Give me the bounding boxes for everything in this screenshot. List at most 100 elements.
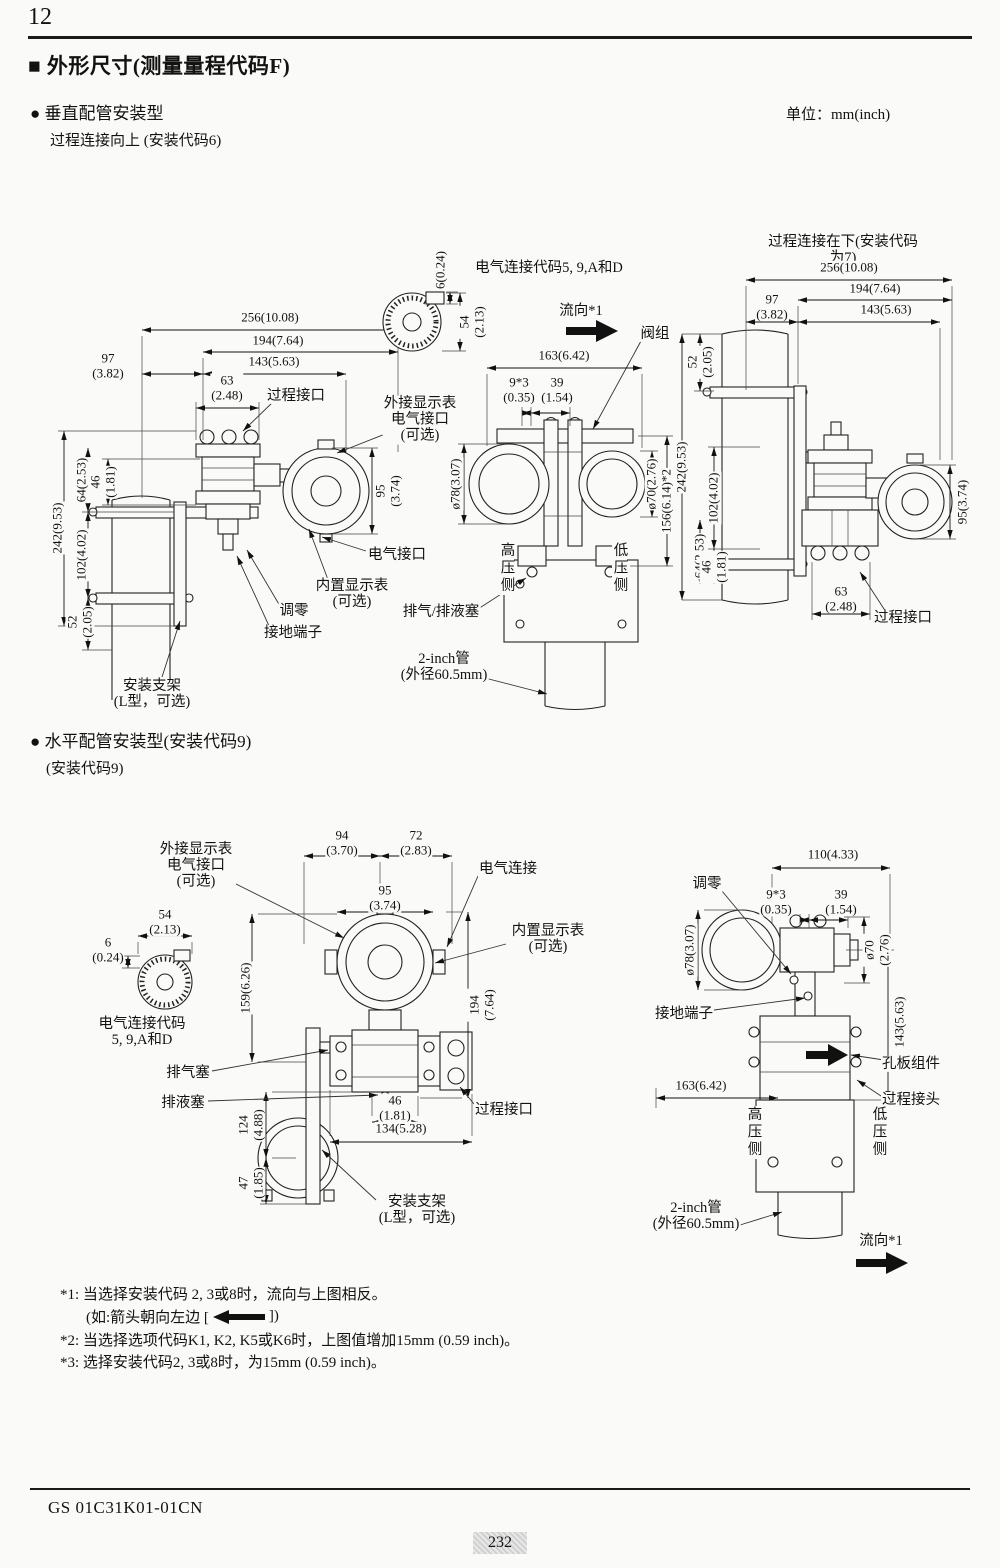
label-valve-manifold: 阀组 xyxy=(639,325,671,343)
dim-95-right: 95(3.74) xyxy=(954,478,971,526)
dim-46-right: 46 (1.81) xyxy=(698,550,729,584)
label-orifice-assembly: 孔板组件 xyxy=(881,1055,941,1073)
dim-dia78-sec2: ø78(3.07) xyxy=(681,923,698,977)
footnote-1b-pre: (如:箭头朝向左边 [ xyxy=(86,1310,209,1326)
label-process-joint: 过程接头 xyxy=(881,1091,941,1109)
dim-143-left: 143(5.63) xyxy=(247,353,301,370)
header-rule xyxy=(28,36,972,39)
dim-102-left: 102(4.02) xyxy=(73,528,90,582)
dim-46-left: 46 (1.81) xyxy=(87,465,118,499)
unit-note: 单位：mm(inch) xyxy=(786,107,891,123)
dim-9-sec2: 9*3 (0.35) xyxy=(759,886,793,917)
dim-dia70: ø70(2.76) xyxy=(643,457,660,511)
drawing-horizontal-side xyxy=(655,865,908,1274)
dim-52-right: 52 (2.05) xyxy=(684,345,715,379)
dim-dia70-sec2: ø70 (2.76) xyxy=(861,933,892,967)
label-mounting-bracket: 安装支架 (L型，可选) xyxy=(112,677,192,711)
dim-256-right: 256(10.08) xyxy=(819,259,879,276)
dim-159: 159(6.26) xyxy=(237,961,254,1015)
dim-102-right: 102(4.02) xyxy=(705,471,722,525)
label-builtin-indicator: 内置显示表 (可选) xyxy=(314,577,390,611)
footnote-3: *3: 选择安装代码2, 3或8时，为15mm (0.59 inch)。 xyxy=(60,1355,386,1371)
dim-63-right: 63 (2.48) xyxy=(824,583,858,614)
label-2inch-pipe-2: 2-inch管 (外径60.5mm) xyxy=(651,1199,741,1233)
dim-194-left: 194(7.64) xyxy=(251,332,305,349)
label-builtin-indicator-2: 内置显示表 (可选) xyxy=(510,922,586,956)
label-process-connection-left: 过程接口 xyxy=(266,387,326,405)
dim-95-sec2: 95 (3.74) xyxy=(368,882,402,913)
dim-47: 47 (1.85) xyxy=(235,1166,266,1200)
footer-rule xyxy=(30,1488,970,1490)
label-flow-direction: 流向*1 xyxy=(558,302,604,320)
label-vent-drain-plug: 排气/排液塞 xyxy=(401,603,481,621)
label-electrical-conn-codes-2: 电气连接代码 5, 9,A和D xyxy=(97,1015,187,1049)
page-corner-number: 12 xyxy=(28,4,52,30)
label-process-connection-right: 过程接口 xyxy=(873,609,933,627)
document-code: GS 01C31K01-01CN xyxy=(48,1498,203,1517)
section1-subheading: 过程连接向上 (安装代码6) xyxy=(50,133,222,149)
dim-242-left: 242(9.53) xyxy=(49,501,66,555)
dim-6: 6(0.24) xyxy=(432,250,449,290)
label-mounting-bracket-2: 安装支架 (L型，可选) xyxy=(377,1193,457,1227)
drawing-front-view-manifold xyxy=(458,320,673,711)
drawing-conduit-detail-1 xyxy=(382,291,466,352)
dim-143-sec2: 143(5.63) xyxy=(891,995,908,1049)
label-high-side-2: 高压侧 xyxy=(745,1106,762,1159)
dim-242-right: 242(9.53) xyxy=(673,440,690,494)
dim-63-left: 63 (2.48) xyxy=(210,372,244,403)
dim-194-right: 194(7.64) xyxy=(848,280,902,297)
dim-134: 134(5.28) xyxy=(374,1120,428,1137)
label-high-side: 高压侧 xyxy=(498,542,515,595)
dim-143-right: 143(5.63) xyxy=(859,301,913,318)
dim-194-sec2: 194 (7.64) xyxy=(466,988,497,1022)
label-electrical-connection: 电气接口 xyxy=(367,546,427,564)
dim-156: 156(6.14)*2 xyxy=(658,468,675,534)
dim-39: 39 (1.54) xyxy=(540,374,574,405)
dim-95-left: 95 (3.74) xyxy=(372,474,403,508)
left-arrow-icon xyxy=(212,1309,265,1324)
section2-subheading: (安装代码9) xyxy=(46,761,124,777)
label-external-indicator: 外接显示表 电气接口 (可选) xyxy=(382,395,458,445)
dim-9: 9*3 (0.35) xyxy=(502,374,536,405)
label-drain-plug: 排液塞 xyxy=(160,1094,206,1112)
label-flow-direction-2: 流向*1 xyxy=(858,1232,904,1250)
dim-dia78: ø78(3.07) xyxy=(447,457,464,511)
dim-72: 72 (2.83) xyxy=(399,827,433,858)
dim-97-left: 97 (3.82) xyxy=(91,350,125,381)
dim-54: 54 (2.13) xyxy=(456,305,487,339)
page-title: ■ 外形尺寸(测量量程代码F) xyxy=(28,54,291,78)
dim-124: 124 (4.88) xyxy=(235,1108,266,1142)
dim-6-sec2: 6 (0.24) xyxy=(91,934,125,965)
dim-163: 163(6.42) xyxy=(537,347,591,364)
label-ground-terminal-2: 接地端子 xyxy=(654,1005,714,1023)
section1-heading: ● 垂直配管安装型 xyxy=(30,104,164,123)
label-electrical-connection-2: 电气连接 xyxy=(478,860,538,878)
footnote-1b: (如:箭头朝向左边 [ ]) xyxy=(86,1306,279,1327)
dim-94: 94 (3.70) xyxy=(325,827,359,858)
label-ground-terminal: 接地端子 xyxy=(263,624,323,642)
footnote-1b-post: ]) xyxy=(268,1308,279,1324)
label-process-connection-2: 过程接口 xyxy=(474,1101,534,1119)
label-external-indicator-2: 外接显示表 电气接口 (可选) xyxy=(158,841,234,891)
dim-110: 110(4.33) xyxy=(806,846,860,863)
drawing-horizontal-front xyxy=(122,853,507,1205)
label-2inch-pipe: 2-inch管 (外径60.5mm) xyxy=(399,650,489,684)
section2-heading: ● 水平配管安装型(安装代码9) xyxy=(30,732,252,751)
page-number: 232 xyxy=(473,1532,527,1554)
dim-256-left: 256(10.08) xyxy=(240,309,300,326)
dim-46-sec2: 46 (1.81) xyxy=(378,1092,412,1123)
dim-52-left: 52 (2.05) xyxy=(64,605,95,639)
label-low-side: 低压侧 xyxy=(611,542,628,595)
drawing-vertical-conn-up xyxy=(58,327,399,700)
dim-163-sec2: 163(6.42) xyxy=(674,1077,728,1094)
label-electrical-conn-codes: 电气连接代码5, 9,A和D xyxy=(474,259,624,277)
dim-39-sec2: 39 (1.54) xyxy=(824,886,858,917)
dim-54-sec2: 54 (2.13) xyxy=(148,906,182,937)
label-zero-adjust-2: 调零 xyxy=(691,875,723,893)
footnote-1: *1: 当选择安装代码 2, 3或8时，流向与上图相反。 xyxy=(60,1287,387,1303)
label-low-side-2: 低压侧 xyxy=(870,1106,887,1159)
dim-97-right: 97 (3.82) xyxy=(755,291,789,322)
label-vent-plug: 排气塞 xyxy=(165,1064,211,1082)
footnote-2: *2: 当选择选项代码K1, K2, K5或K6时，上图值增加15mm (0.5… xyxy=(60,1333,520,1349)
